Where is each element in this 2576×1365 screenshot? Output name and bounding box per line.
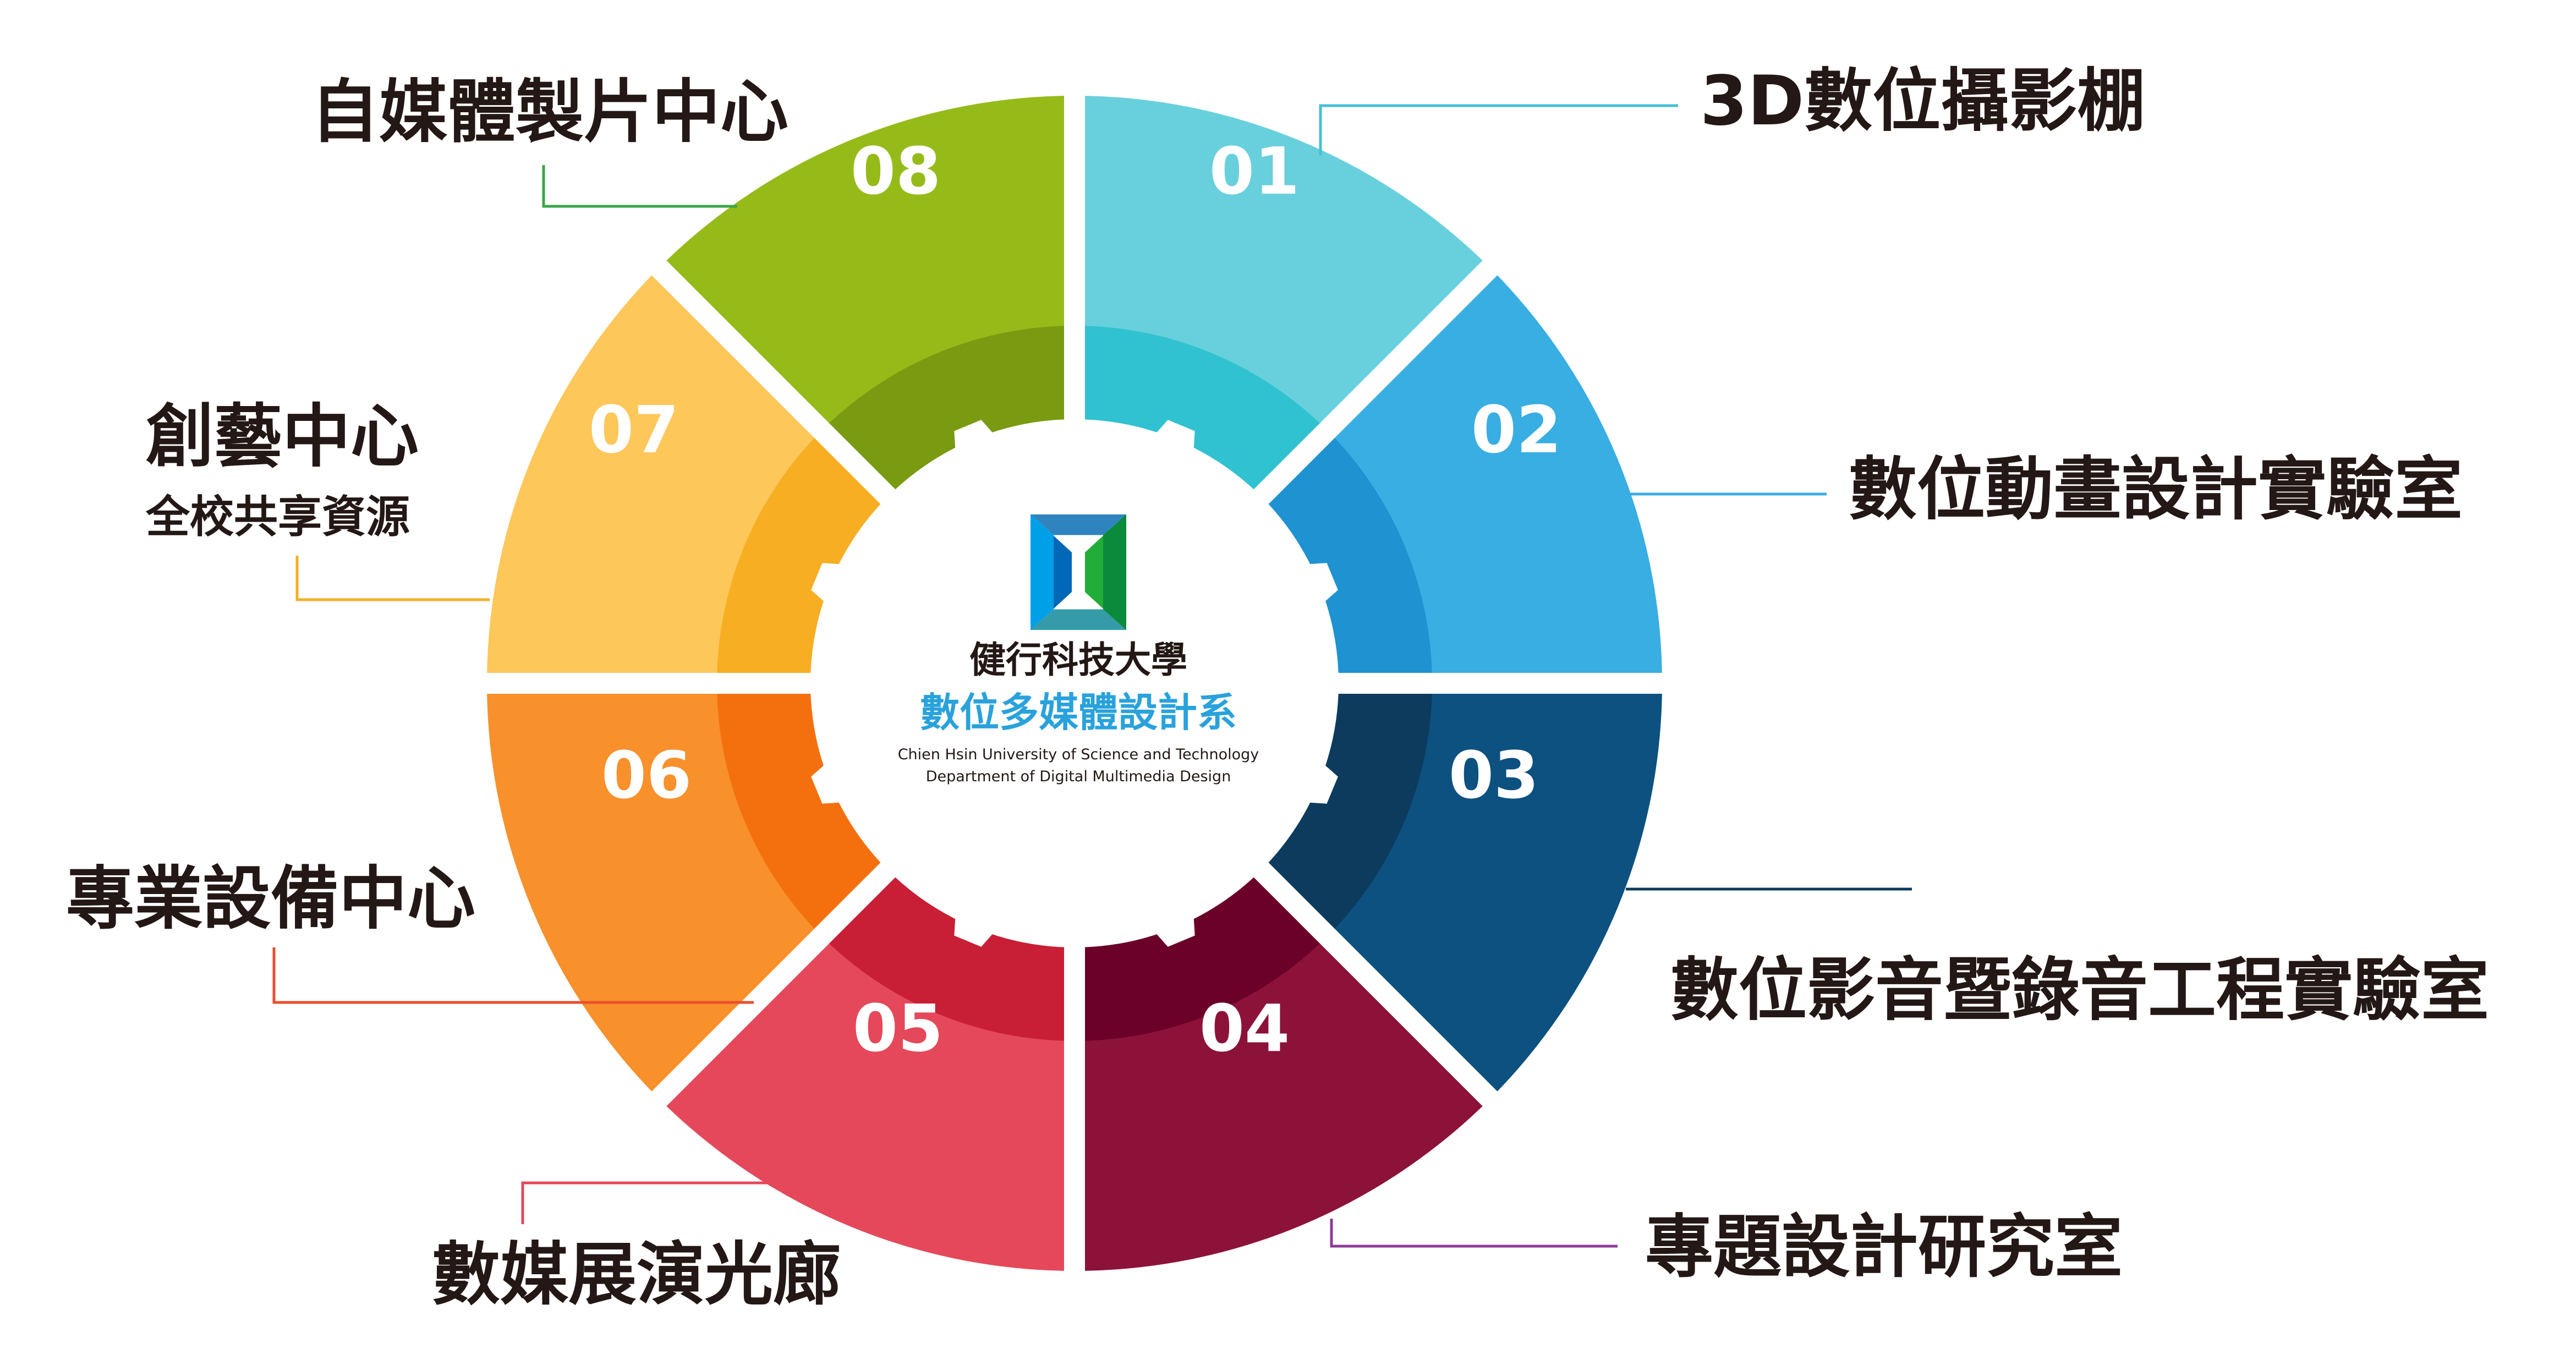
segment-inner-band [1084,326,1320,490]
segment-number: 06 [601,737,692,813]
segment-number: 02 [1471,392,1561,468]
connector-line [1330,1219,1618,1248]
connector-line [295,556,490,601]
facility-label: 創藝中心 [146,397,419,476]
segment-inner-band [829,877,1065,1041]
gear-tooth [1144,420,1195,466]
center-hub: 健行科技大學 數位多媒體設計系 Chien Hsin University of… [898,514,1259,785]
center-disc [821,430,1328,936]
segment-06 [487,693,881,1092]
english-school-name: Chien Hsin University of Science and Tec… [898,746,1259,763]
english-department-name: Department of Digital Multimedia Design [926,768,1231,785]
gear-tooth [954,420,1005,466]
facility-label: 數位動畫設計實驗室 [1849,450,2463,529]
segment-03 [1268,693,1662,1092]
gear-tooth [1292,753,1338,804]
gear-tooth [811,753,857,804]
bowtie-logo-icon [1031,514,1126,630]
segment-number: 01 [1209,133,1300,209]
facility-label: 專業設備中心 [66,859,475,939]
facility-label: 數媒展演光廊 [432,1235,841,1314]
segment-number: 03 [1449,737,1539,813]
segment-08 [666,96,1065,490]
segment-inner-band [717,438,881,673]
segment-number: 08 [851,133,941,209]
segment-outer-band [1334,275,1662,673]
segment-outer-band [487,693,815,1092]
connector-lines [272,104,1912,1248]
segment-outer-band [487,275,815,673]
connector-line [1319,104,1678,155]
connector-line [272,947,754,1004]
facility-label: 專題設計研究室 [1645,1208,2123,1287]
gear-tooth [954,901,1005,947]
school-name: 健行科技大學 [969,639,1187,681]
segment-inner-band [1268,693,1432,929]
facility-label: 數位影音暨錄音工程實驗室 [1670,951,2489,1030]
segment-02 [1268,275,1662,673]
segment-inner-band [829,326,1065,490]
segment-inner-band [717,693,881,929]
segment-05 [666,877,1065,1271]
facility-label: 3D數位攝影棚 [1700,62,2145,141]
gear-tooth [1144,901,1195,947]
gear-tooth [1292,563,1338,613]
segment-number: 04 [1199,990,1290,1066]
segment-number: 05 [853,990,943,1066]
segment-outer-band [666,942,1065,1271]
segment-number: 07 [589,392,679,468]
facility-sublabel: 全校共享資源 [145,491,410,542]
connector-line [542,165,737,208]
wheel: 01 02 03 04 05 06 07 08 [487,96,1662,1271]
segment-01 [1084,96,1483,490]
segment-inner-band [1084,877,1320,1041]
segment-04 [1084,877,1483,1271]
segment-outer-band [1334,693,1662,1092]
department-name: 數位多媒體設計系 [920,689,1237,736]
gear-tooth [811,563,857,613]
facility-label: 自媒體製片中心 [311,73,788,152]
connector-line [521,1181,777,1224]
segment-outer-band [1084,942,1483,1271]
segment-07 [487,275,881,673]
segment-inner-band [1268,438,1432,673]
segment-outer-band [666,96,1065,424]
segment-outer-band [1084,96,1483,424]
